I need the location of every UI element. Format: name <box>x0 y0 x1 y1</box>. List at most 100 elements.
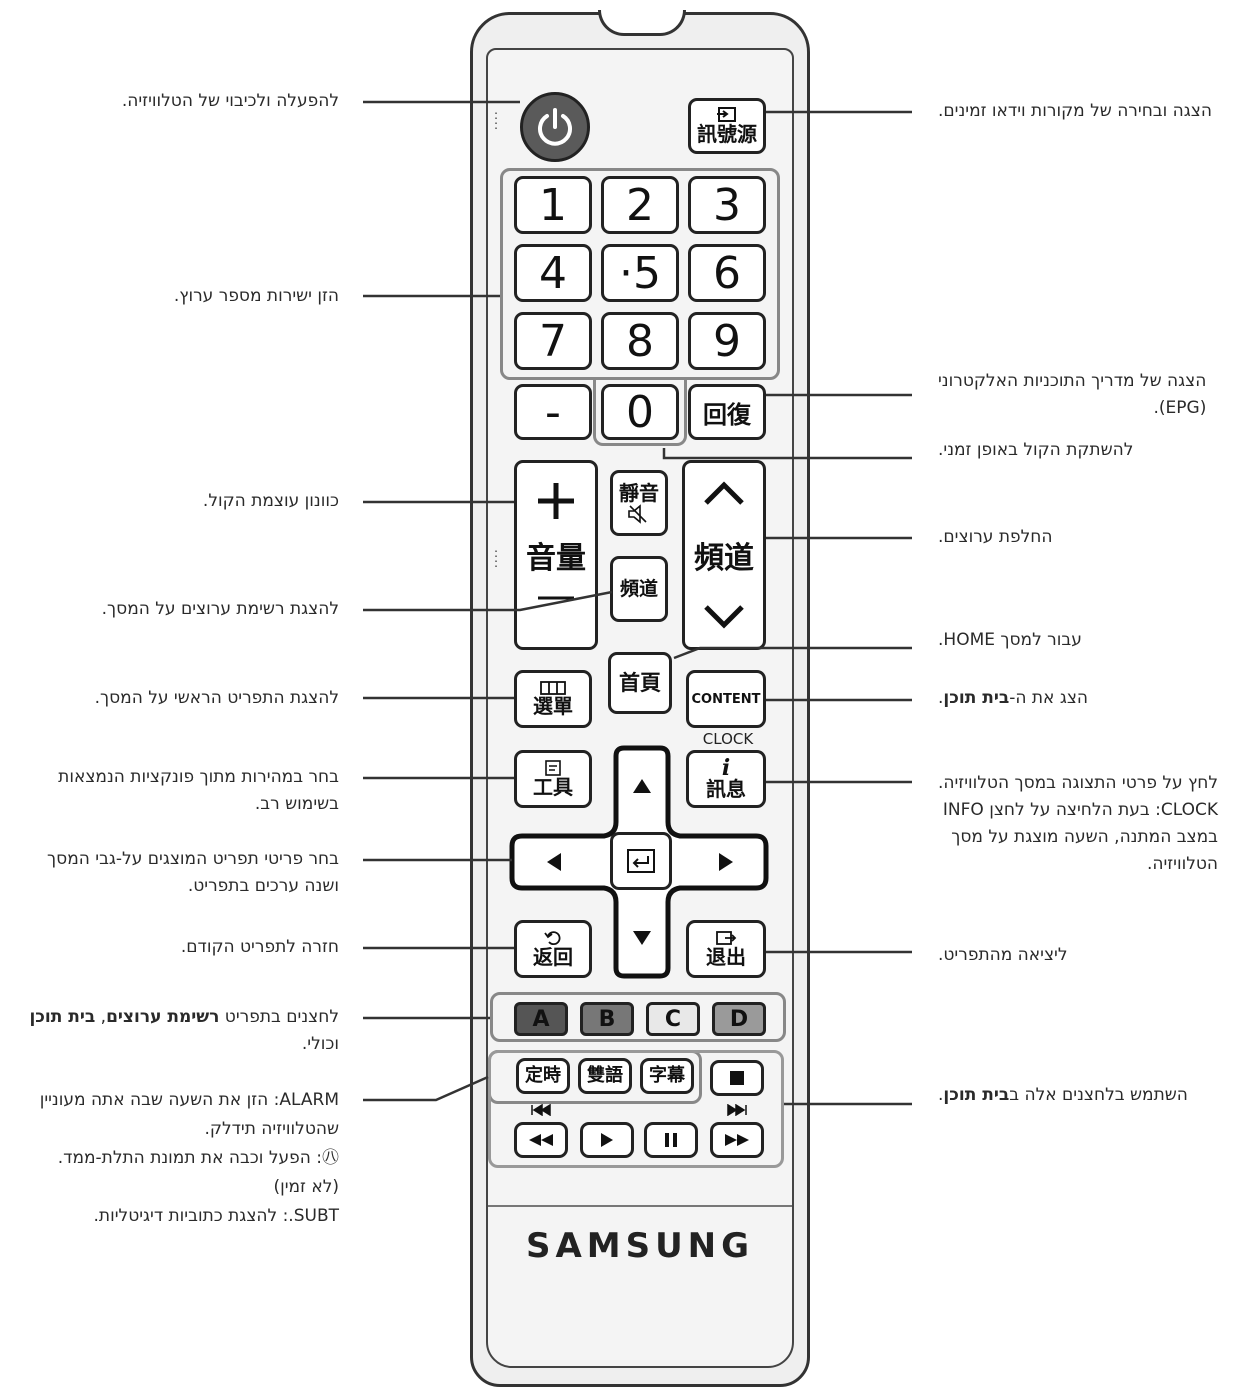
label-numbers: הזן ישירות מספר ערוץ. <box>173 286 339 306</box>
color-a-button[interactable]: A <box>514 1002 568 1036</box>
digit-4-button[interactable]: 4 <box>514 244 592 302</box>
label-info: לחץ על פרטי התצוגה במסך הטלוויזיה. CLOCK… <box>938 770 1218 878</box>
triangle-left-icon <box>547 853 561 871</box>
label-colors-line: וכולי. <box>301 1034 339 1054</box>
home-button[interactable]: 首頁 <box>608 652 672 714</box>
color-label: B <box>598 1006 616 1032</box>
menu-button[interactable]: 選單 <box>514 670 592 728</box>
stop-icon <box>730 1071 744 1085</box>
return-button[interactable]: 返回 <box>514 920 592 978</box>
digit-8-button[interactable]: 8 <box>601 312 679 370</box>
play-icon <box>601 1133 613 1147</box>
digit-label: 2 <box>626 179 654 231</box>
label-alarm-line: ALARM: הזן את השעה שבה אתה מעוניין <box>39 1090 339 1110</box>
triangle-right-icon <box>719 853 733 871</box>
dpad-right-button[interactable] <box>710 846 742 878</box>
digit-1-button[interactable]: 1 <box>514 176 592 234</box>
enter-icon <box>627 849 655 873</box>
info-label: 訊息 <box>706 777 746 801</box>
source-icon <box>717 107 736 122</box>
label-exit: ליציאה מהתפריט. <box>938 945 1068 965</box>
digit-7-button[interactable]: 7 <box>514 312 592 370</box>
label-tools: בחר במהירות מתוך פונקציות הנמצאות בשימוש… <box>58 764 339 818</box>
color-b-button[interactable]: B <box>580 1002 634 1036</box>
label-tools-line: בחר במהירות מתוך פונקציות הנמצאות <box>58 767 339 787</box>
braille-dots-power: :: <box>494 108 501 132</box>
dpad-left-button[interactable] <box>538 846 570 878</box>
source-button[interactable]: 訊號源 <box>688 98 766 154</box>
prech-button[interactable]: 回復 <box>688 384 766 440</box>
subtitle-button[interactable]: 字幕 <box>640 1058 694 1094</box>
fast-forward-button[interactable] <box>710 1122 764 1158</box>
braille-dots-volume: :: <box>494 546 501 570</box>
play-button[interactable] <box>580 1122 634 1158</box>
enter-button[interactable] <box>610 832 672 890</box>
label-volume: כוונון עוצמת הקול. <box>202 491 339 511</box>
digit-6-button[interactable]: 6 <box>688 244 766 302</box>
color-label: D <box>729 1006 749 1032</box>
label-channel: החלפת ערוצים. <box>938 527 1053 547</box>
rewind-button[interactable] <box>514 1122 568 1158</box>
label-media: השתמש בלחצנים אלה בבית תוכן. <box>938 1085 1188 1105</box>
digit-9-button[interactable]: 9 <box>688 312 766 370</box>
label-subt-line: SUBT.: להצגת כתוביות דיגיטליות. <box>93 1206 339 1226</box>
label-nav-line: ושנה ערכים בתפריט. <box>187 876 339 896</box>
content-button[interactable]: CONTENT <box>686 670 766 728</box>
skip-back-icon <box>531 1104 551 1116</box>
label-colors: לחצנים בתפריט רשימת ערוצים, בית תוכן וכו… <box>29 1004 339 1058</box>
home-label: 首頁 <box>619 671 661 695</box>
digit-2-button[interactable]: 2 <box>601 176 679 234</box>
remote-notch <box>598 10 686 36</box>
timer-button[interactable]: 定時 <box>516 1058 570 1094</box>
dpad-down-button[interactable] <box>626 922 658 954</box>
digit-label: 0 <box>626 386 654 438</box>
plus-icon <box>538 483 574 519</box>
dual-button[interactable]: 雙語 <box>578 1058 632 1094</box>
content-label: CONTENT <box>691 691 761 707</box>
pause-button[interactable] <box>644 1122 698 1158</box>
remote-divider <box>488 1205 792 1207</box>
minus-icon <box>538 596 574 600</box>
label-3d-line: (לא זמין) <box>273 1177 339 1197</box>
triangle-up-icon <box>633 779 651 793</box>
mute-button[interactable]: 靜音 <box>610 470 668 536</box>
chevron-up-icon <box>704 481 744 505</box>
digit-label: 3 <box>713 179 741 231</box>
label-epg-line: (EPG). <box>1153 398 1207 418</box>
label-colors-line: לחצנים בתפריט רשימת ערוצים, בית תוכן <box>29 1007 339 1027</box>
digit-3-button[interactable]: 3 <box>688 176 766 234</box>
number-pad-group <box>500 168 780 380</box>
digit-0-button[interactable]: 0 <box>601 384 679 440</box>
volume-rocker[interactable]: 音量 <box>514 460 598 650</box>
color-c-button[interactable]: C <box>646 1002 700 1036</box>
digit-label: 1 <box>539 179 567 231</box>
label-content: הצג את ה-בית תוכן. <box>938 688 1089 708</box>
exit-button[interactable]: 退出 <box>686 920 766 978</box>
label-epg-line: הצגה של מדריך התוכניות האלקטרוני <box>938 371 1207 391</box>
label-epg: הצגה של מדריך התוכניות האלקטרוני (EPG). <box>938 368 1206 422</box>
tools-button[interactable]: 工具 <box>514 750 592 808</box>
channel-list-button[interactable]: 頻道 <box>610 556 668 622</box>
fast-forward-icon <box>725 1134 749 1146</box>
channel-label: 頻道 <box>694 541 754 576</box>
label-power: להפעלה ולכיבוי של הטלוויזיה. <box>121 91 339 111</box>
label-nav: בחר פריטי תפריט המוצגים על-גבי המסך ושנה… <box>47 846 339 900</box>
channel-rocker[interactable]: 頻道 <box>682 460 766 650</box>
digit-5-button[interactable]: ·5 <box>601 244 679 302</box>
color-d-button[interactable]: D <box>712 1002 766 1036</box>
label-home: עבור למסך HOME. <box>938 630 1082 650</box>
zero-group <box>593 378 687 446</box>
label-nav-line: בחר פריטי תפריט המוצגים על-גבי המסך <box>47 849 339 869</box>
stop-button[interactable] <box>710 1060 764 1096</box>
power-button[interactable] <box>520 92 590 162</box>
pause-icon <box>665 1133 677 1147</box>
label-channel-list: להצגת רשימת ערוצים על המסך. <box>101 599 339 619</box>
dash-label: - <box>545 386 561 438</box>
dpad-up-button[interactable] <box>626 770 658 802</box>
power-icon <box>538 108 572 146</box>
dash-button[interactable]: - <box>514 384 592 440</box>
chevron-down-icon <box>704 605 744 629</box>
label-menu: להצגת התפריט הראשי על המסך. <box>94 688 339 708</box>
info-button[interactable]: i 訊息 <box>686 750 766 808</box>
